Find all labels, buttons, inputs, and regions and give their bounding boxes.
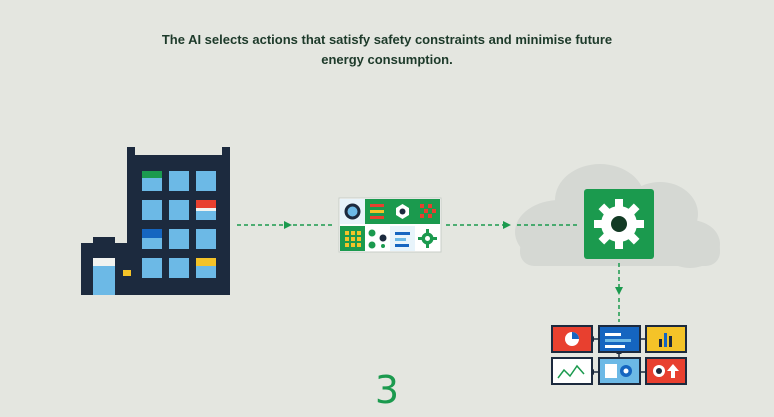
arrow-head-icon xyxy=(503,221,511,229)
arrow-head-icon xyxy=(284,221,292,229)
action-panels-icon xyxy=(551,325,687,385)
office-building-icon xyxy=(81,147,230,295)
gear-icon xyxy=(584,189,654,259)
caption: The AI selects actions that satisfy safe… xyxy=(0,30,774,70)
caption-line-2: energy consumption. xyxy=(321,52,453,67)
step-number: 3 xyxy=(374,368,400,412)
sensor-dashboard-icon xyxy=(338,197,442,253)
caption-line-1: The AI selects actions that satisfy safe… xyxy=(161,32,613,47)
arrow-head-icon xyxy=(615,287,623,295)
